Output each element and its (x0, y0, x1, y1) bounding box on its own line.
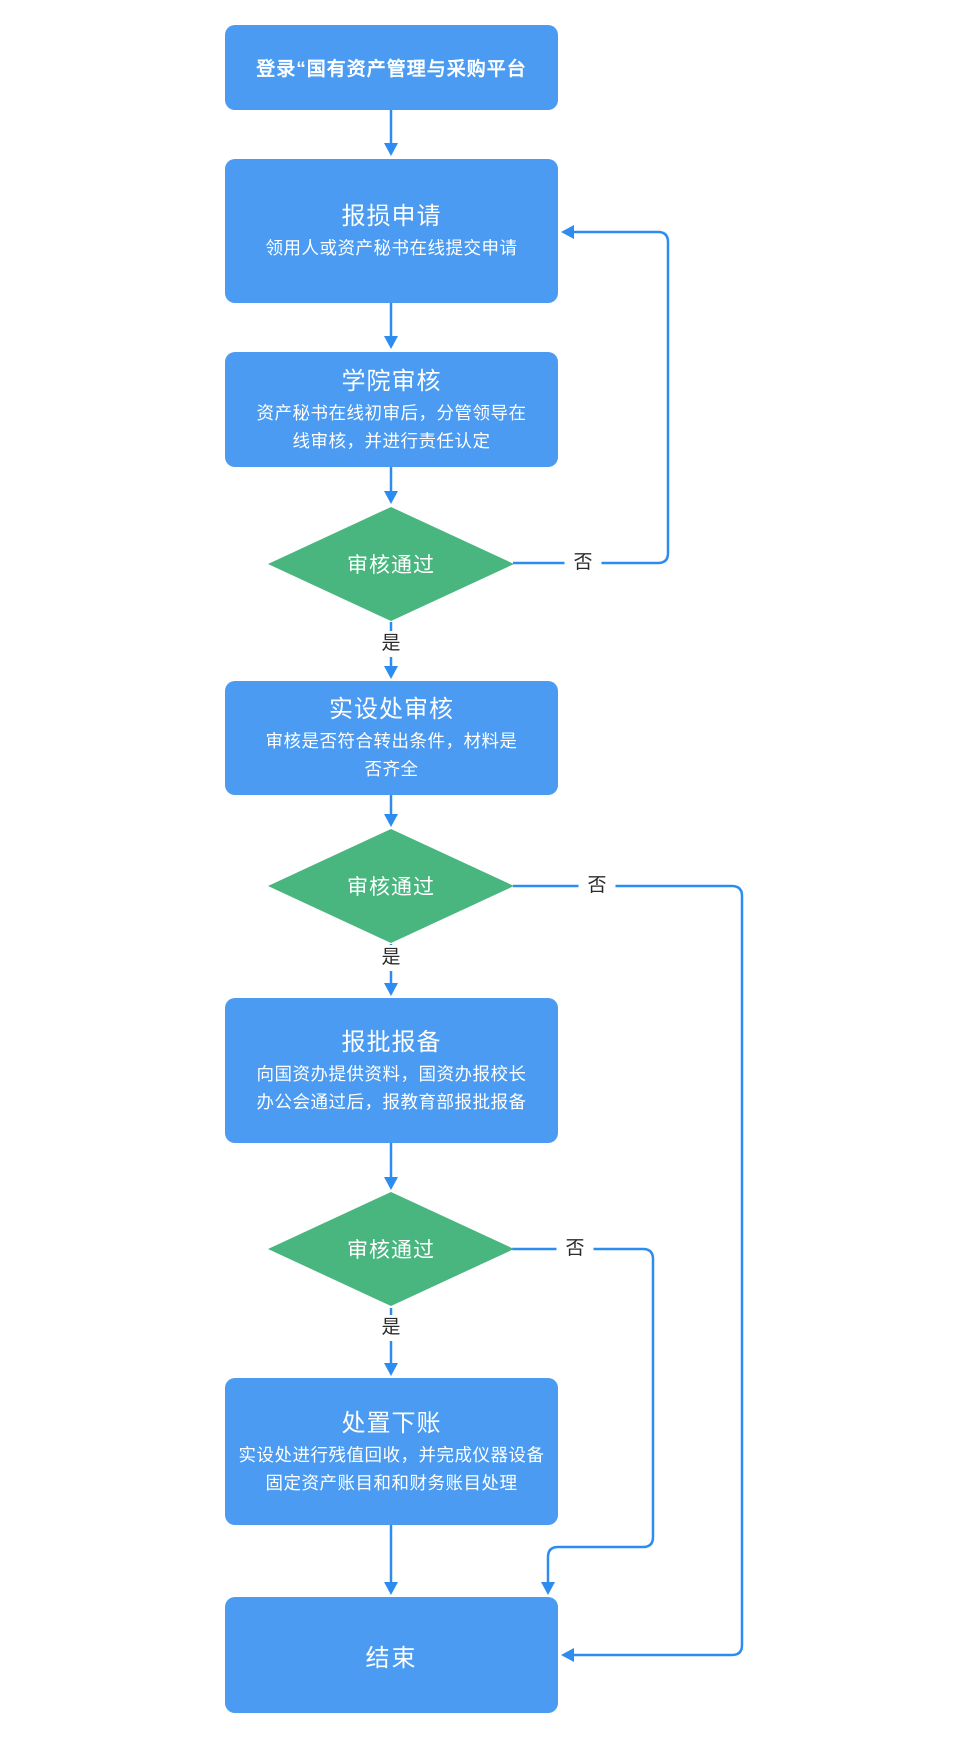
node-subtitle-line: 固定资产账目和和财务账目处理 (265, 1472, 518, 1493)
node-login-title: 登录“国有资产管理与采购平台 (256, 59, 527, 80)
node-equipment-office-review: 实设处审核 审核是否符合转出条件，材料是 否齐全 (225, 681, 558, 795)
node-damage-report-application: 报损申请 领用人或资产秘书在线提交申请 (225, 159, 558, 303)
node-college-review: 学院审核 资产秘书在线初审后，分管领导在 线审核，并进行责任认定 (225, 352, 558, 467)
node-subtitle-line: 线审核，并进行责任认定 (292, 430, 491, 451)
node-disposal-writeoff: 处置下账 实设处进行残值回收，并完成仪器设备 固定资产账目和和财务账目处理 (225, 1378, 558, 1525)
arrowhead-down-icon (541, 1582, 555, 1595)
edge-decision2-no-loop (513, 884, 744, 1657)
arrowhead-left-icon (561, 225, 574, 239)
edge-label-no-3: 否 (556, 1236, 594, 1262)
edge-decision3-no-loop (512, 1247, 655, 1582)
arrowhead-down-icon (384, 983, 398, 996)
node-end: 结束 (225, 1597, 558, 1713)
node-title: 报损申请 (341, 203, 442, 230)
node-subtitle-line: 审核是否符合转出条件，材料是 (265, 731, 518, 751)
decision-label: 审核通过 (347, 554, 435, 577)
arrowhead-down-icon (384, 491, 398, 504)
arrowhead-down-icon (384, 143, 398, 156)
node-subtitle-line: 办公会通过后，报教育部报批报备 (256, 1091, 527, 1112)
arrowhead-down-icon (384, 1582, 398, 1595)
decision-label: 审核通过 (347, 876, 435, 899)
node-title: 实设处审核 (329, 696, 454, 723)
node-subtitle-line: 否齐全 (364, 759, 419, 779)
node-title: 处置下账 (341, 1409, 442, 1437)
decision-label: 审核通过 (347, 1239, 435, 1262)
edge-label-yes-2: 是 (372, 945, 410, 971)
arrowhead-down-icon (384, 336, 398, 349)
arrowhead-down-icon (384, 814, 398, 827)
node-subtitle-line: 实设处进行残值回收，并完成仪器设备 (238, 1444, 545, 1465)
edge-label-yes-3: 是 (372, 1315, 410, 1341)
arrowhead-down-icon (384, 1363, 398, 1376)
node-subtitle-line: 资产秘书在线初审后，分管领导在 (256, 402, 527, 423)
edge-label-yes-1: 是 (372, 631, 410, 657)
edge-label-no-1: 否 (564, 550, 602, 576)
edge-label-no-2: 否 (578, 873, 616, 899)
node-subtitle-line: 领用人或资产秘书在线提交申请 (265, 238, 518, 258)
node-title: 学院审核 (341, 367, 442, 395)
edge-decision1-no-loop (513, 230, 670, 565)
node-approval-filing: 报批报备 向国资办提供资料，国资办报校长 办公会通过后，报教育部报批报备 (225, 998, 558, 1143)
arrowhead-down-icon (384, 666, 398, 679)
node-title: 报批报备 (341, 1028, 442, 1056)
arrowhead-down-icon (384, 1177, 398, 1190)
node-subtitle-line: 向国资办提供资料，国资办报校长 (256, 1063, 527, 1084)
node-login-platform: 登录“国有资产管理与采购平台 (225, 25, 558, 110)
arrowhead-left-icon (561, 1648, 574, 1662)
node-end-title: 结束 (365, 1644, 418, 1672)
